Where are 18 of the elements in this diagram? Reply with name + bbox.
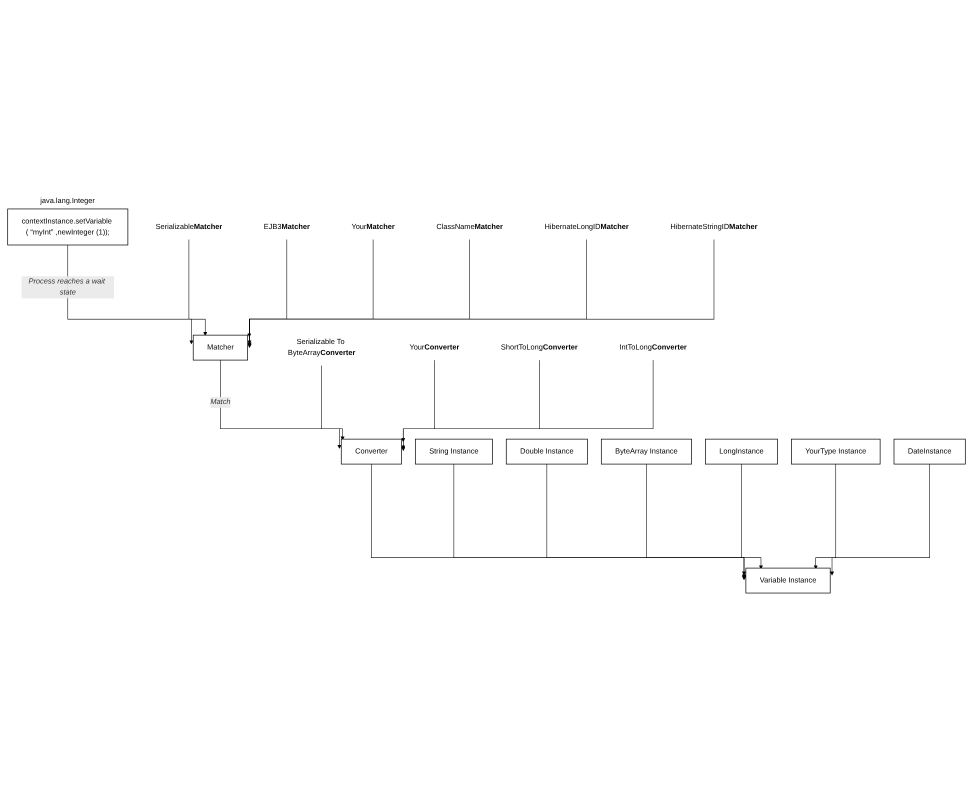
- arrow: [401, 360, 540, 450]
- arrow: [321, 365, 345, 440]
- arrow: [247, 239, 374, 344]
- arrow: [830, 464, 930, 576]
- arrow: [247, 239, 470, 346]
- arrow: [188, 239, 208, 336]
- arrow: [220, 360, 342, 449]
- arrow: [247, 239, 714, 348]
- arrow: [401, 360, 435, 442]
- arrow: [546, 464, 746, 578]
- arrow: [741, 464, 763, 570]
- arrow: [401, 360, 654, 452]
- arrow: [247, 239, 288, 338]
- arrow: [68, 244, 194, 344]
- arrow: [371, 464, 746, 580]
- arrow: [454, 464, 746, 580]
- arrow: [646, 464, 746, 576]
- arrow: [814, 464, 836, 570]
